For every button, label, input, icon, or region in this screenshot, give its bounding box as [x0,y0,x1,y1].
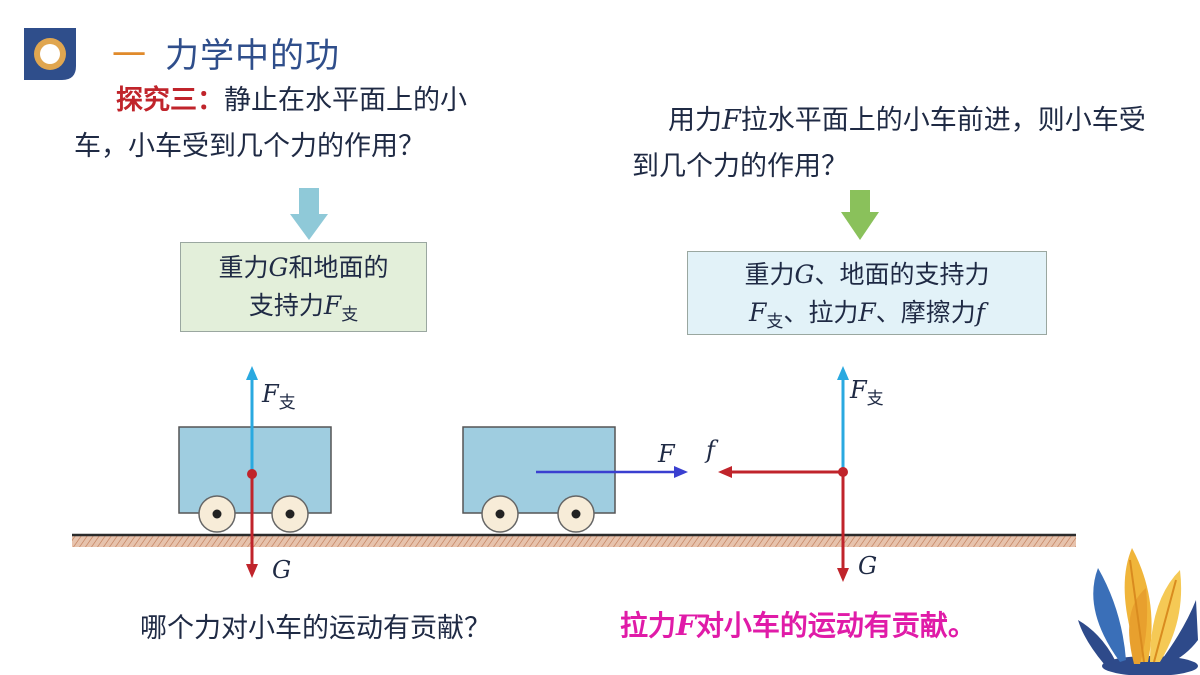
left-answer-box: 重力G和地面的 支持力F支 [180,242,427,332]
cart-static [178,426,332,533]
friction-arrow [718,466,843,478]
left-question: 探究三：静止在水平面上的小车，小车受到几个力的作用？ [74,78,514,170]
title-text: 力学中的功 [165,36,340,76]
right-answer-sym-f2: F [858,298,876,327]
bottom-answer: 拉力F对小车的运动有贡献。 [620,604,976,644]
support-label-1-sym: F [262,380,279,408]
right-answer-sub: 支 [766,312,784,332]
right-question-symbol: F [722,105,741,136]
gravity-label-2: G [858,552,878,580]
right-down-arrow-icon [841,190,879,240]
right-question-part-a: 用力 [668,105,722,136]
left-down-arrow-icon [290,188,328,240]
right-answer-sym-f3: f [975,298,985,327]
pull-label: F [658,440,675,468]
left-answer-sub: 支 [341,305,359,325]
left-answer-sym-f: F [323,291,342,320]
gravity-arrow-2 [837,472,849,582]
cart-moving [462,426,616,533]
bottom-answer-sym: F [676,609,696,642]
right-answer-text-b: 、地面的支持力 [814,260,990,289]
left-answer-text-c: 支持力 [248,291,324,320]
bottom-question: 哪个力对小车的运动有贡献？ [140,613,491,644]
left-answer-sym-g: G [268,253,289,282]
support-label-2-sym: F [850,376,867,404]
right-answer-line2: F支、拉力F、摩擦力f [688,294,1046,341]
right-answer-text-c: 、拉力 [783,298,859,327]
support-label-1-sub: 支 [278,393,296,413]
right-answer-line1: 重力G、地面的支持力 [688,256,1046,294]
bottom-answer-b: 对小车的运动有贡献。 [695,609,976,642]
force-point-2 [838,467,848,477]
inquiry-label: 探究三： [116,85,224,116]
right-answer-box: 重力G、地面的支持力 F支、拉力F、摩擦力f [687,251,1047,335]
force-point-1 [247,469,257,479]
support-force-arrow-2 [837,366,849,472]
left-question-text: 静止在水平面上的小车，小车受到几个力的作用？ [74,85,467,162]
bottom-answer-a: 拉力 [620,609,677,642]
gravity-arrow-1 [246,474,258,578]
right-answer-text-a: 重力 [744,260,795,289]
right-answer-sym-g: G [794,260,815,289]
support-label-2-sub: 支 [866,389,884,409]
right-answer-sym-f1: F [748,298,767,327]
ring-logo-icon [24,28,76,80]
friction-label: f [706,436,715,464]
gravity-label-1: G [272,556,292,584]
ground-hatch [72,535,1076,547]
right-answer-text-d: 、摩擦力 [875,298,976,327]
pull-force-arrow [536,466,688,478]
support-label-2: F支 [850,376,884,409]
left-answer-line1: 重力G和地面的 [181,249,426,287]
right-question-part-b: 拉水平面上的小车前进，则小车受到几个力的作用？ [632,105,1146,182]
left-answer-text-a: 重力 [218,253,269,282]
page-title: 一力学中的功 [112,28,340,77]
support-label-1: F支 [262,380,296,413]
support-force-arrow-1 [246,366,258,474]
left-answer-text-b: 和地面的 [288,253,389,282]
right-question: 用力F拉水平面上的小车前进，则小车受到几个力的作用？ [632,98,1152,190]
leaf-plant-icon [1078,548,1198,675]
left-answer-line2: 支持力F支 [181,287,426,334]
title-dash: 一 [112,36,147,76]
